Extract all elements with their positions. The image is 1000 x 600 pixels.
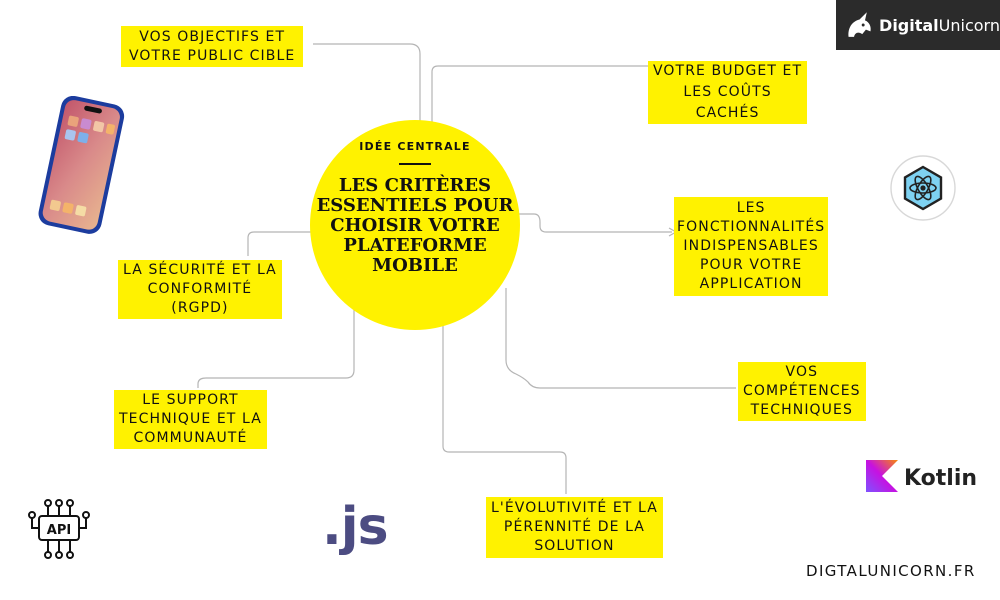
branch-line: VOS [785, 364, 819, 380]
connector-support [197, 310, 355, 388]
branch-line: APPLICATION [699, 276, 803, 292]
connector-evolutivite [442, 320, 567, 494]
branch-line: SOLUTION [534, 538, 615, 554]
branch-competences: VOS COMPÉTENCES TECHNIQUES [738, 362, 866, 421]
branch-budget: VOTRE BUDGET ET LES COÛTS CACHÉS [648, 61, 808, 124]
react-atom-icon [890, 155, 956, 221]
branch-line: TECHNIQUE ET LA [119, 411, 262, 427]
branch-support: LE SUPPORT TECHNIQUE ET LA COMMUNAUTÉ [114, 390, 267, 449]
branch-line: VOTRE BUDGET ET [653, 63, 803, 79]
central-title-line: CHOISIR VOTRE [330, 215, 500, 236]
branch-objectifs: VOS OBJECTIFS ET VOTRE PUBLIC CIBLE [121, 26, 304, 67]
central-title-line: LES CRITÈRES [338, 175, 492, 196]
central-idea-kicker: IDÉE CENTRALE [359, 140, 471, 153]
branch-fonctionnalites: LES FONCTIONNALITÉS INDISPENSABLES POUR … [674, 197, 829, 296]
branch-line: COMMUNAUTÉ [133, 430, 248, 446]
branch-line: CACHÉS [695, 105, 760, 121]
unicorn-icon [848, 12, 871, 37]
branch-line: L'ÉVOLUTIVITÉ ET LA [491, 500, 658, 516]
central-title-line: ESSENTIELS POUR [316, 195, 514, 216]
kotlin-icon [866, 460, 898, 492]
connector-fonctionnalites [518, 213, 672, 233]
api-label: API [47, 523, 71, 538]
branch-line: LA SÉCURITÉ ET LA [123, 262, 277, 278]
branch-line: VOTRE PUBLIC CIBLE [129, 48, 296, 64]
api-circuit-icon: API [28, 499, 90, 559]
phone-icon [38, 96, 125, 234]
connector-securite [247, 231, 318, 256]
branch-line: FONCTIONNALITÉS [677, 219, 826, 235]
branch-line: CONFORMITÉ [147, 281, 253, 297]
branch-line: LES COÛTS [683, 84, 772, 100]
branch-line: (RGPD) [171, 300, 229, 316]
branch-line: VOS OBJECTIFS ET [139, 29, 286, 45]
brand-logo[interactable]: DigitalUnicorn [836, 0, 1000, 50]
website-url[interactable]: DIGTALUNICORN.FR [806, 562, 976, 580]
brand-logo-text: DigitalUnicorn [879, 15, 1000, 35]
branch-line: POUR VOTRE [699, 257, 803, 273]
central-idea-circle: IDÉE CENTRALE LES CRITÈRES ESSENTIELS PO… [310, 120, 520, 330]
connector-competences [505, 288, 736, 389]
branch-line: LES [736, 200, 766, 216]
javascript-icon: .js [322, 497, 389, 557]
connector-objectifs [313, 43, 421, 128]
branch-securite: LA SÉCURITÉ ET LA CONFORMITÉ (RGPD) [118, 260, 282, 319]
branch-line: TECHNIQUES [750, 402, 853, 418]
branch-line: PÉRENNITÉ DE LA [503, 519, 645, 535]
central-idea-divider [399, 163, 431, 165]
central-title-line: MOBILE [372, 255, 458, 276]
branch-line: COMPÉTENCES [743, 383, 861, 399]
connector-budget [431, 65, 650, 124]
branch-evolutivite: L'ÉVOLUTIVITÉ ET LA PÉRENNITÉ DE LA SOLU… [486, 497, 663, 558]
branch-line: INDISPENSABLES [683, 238, 819, 254]
central-title-line: PLATEFORME [343, 235, 487, 256]
branch-line: LE SUPPORT [142, 392, 239, 408]
central-idea-title: LES CRITÈRES ESSENTIELS POUR CHOISIR VOT… [317, 176, 514, 276]
kotlin-wordmark: Kotlin [904, 466, 978, 491]
